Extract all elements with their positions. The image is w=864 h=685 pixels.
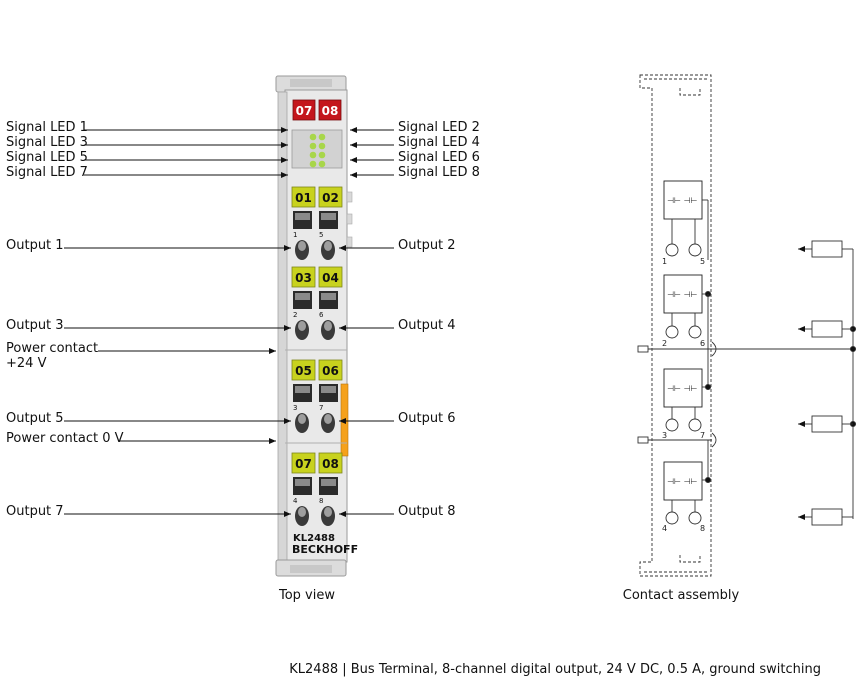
led-4 xyxy=(318,142,326,150)
label-output-6: Output 6 xyxy=(398,411,456,426)
terminal-block-3: 05 06 3 7 xyxy=(291,359,343,433)
terminal-num-8: 8 xyxy=(319,497,323,505)
terminal-num-6: 6 xyxy=(319,311,324,319)
top-badges: 07 08 xyxy=(292,99,342,121)
led-5 xyxy=(309,151,317,159)
label-power-contact-24v-line1: Power contact xyxy=(6,341,98,356)
label-power-contact-24v-line2: +24 V xyxy=(6,356,47,371)
top-view-caption: Top view xyxy=(278,588,335,603)
top-badge-08: 08 xyxy=(322,104,339,118)
label-output-7: Output 7 xyxy=(6,504,64,519)
pin-5: 5 xyxy=(700,257,705,266)
terminal-num-2: 2 xyxy=(293,311,297,319)
terminal-num-1: 1 xyxy=(293,231,297,239)
pin-6: 6 xyxy=(700,339,705,348)
channel-module-4: ⊣⊢ ⊣⊢ 4 8 xyxy=(662,461,712,533)
led-3 xyxy=(309,142,317,150)
badge-08: 08 xyxy=(322,457,339,471)
label-output-2: Output 2 xyxy=(398,238,456,253)
label-signal-led-5: Signal LED 5 xyxy=(6,150,88,165)
svg-text:⊣⊢ ⊣⊢: ⊣⊢ ⊣⊢ xyxy=(667,196,697,205)
terminal-block-2: 03 04 2 6 xyxy=(291,266,343,340)
label-signal-led-1: Signal LED 1 xyxy=(6,120,88,135)
label-output-3: Output 3 xyxy=(6,318,64,333)
terminal-block-1: 01 02 1 5 xyxy=(291,186,343,260)
channel-module-2: ⊣⊢ ⊣⊢ 2 6 xyxy=(662,274,712,348)
right-callouts: Signal LED 2 Signal LED 4 Signal LED 6 S… xyxy=(339,120,480,519)
brand-label: BECKHOFF xyxy=(292,543,358,556)
label-output-8: Output 8 xyxy=(398,504,456,519)
pin-3: 3 xyxy=(662,431,667,440)
svg-text:⊣⊢ ⊣⊢: ⊣⊢ ⊣⊢ xyxy=(667,384,697,393)
terminal-num-5: 5 xyxy=(319,231,323,239)
svg-text:⊣⊢ ⊣⊢: ⊣⊢ ⊣⊢ xyxy=(667,477,697,486)
label-signal-led-2: Signal LED 2 xyxy=(398,120,480,135)
badge-03: 03 xyxy=(295,271,312,285)
contact-assembly-caption: Contact assembly xyxy=(623,588,740,603)
led-2 xyxy=(318,133,326,141)
label-signal-led-3: Signal LED 3 xyxy=(6,135,88,150)
led-8 xyxy=(318,160,326,168)
terminal-top-view: 07 08 01 02 1 5 xyxy=(275,75,358,577)
label-signal-led-6: Signal LED 6 xyxy=(398,150,480,165)
left-callouts: Signal LED 1 Signal LED 3 Signal LED 5 S… xyxy=(6,120,291,519)
model-label: KL2488 xyxy=(293,533,335,544)
label-output-5: Output 5 xyxy=(6,411,64,426)
orange-strip xyxy=(340,383,349,457)
badge-05: 05 xyxy=(295,364,312,378)
label-signal-led-8: Signal LED 8 xyxy=(398,165,480,180)
label-output-1: Output 1 xyxy=(6,238,64,253)
led-7 xyxy=(309,160,317,168)
footer-caption: KL2488 | Bus Terminal, 8-channel digital… xyxy=(289,662,821,677)
badge-07: 07 xyxy=(295,457,312,471)
pin-8: 8 xyxy=(700,524,705,533)
channel-module-3: ⊣⊢ ⊣⊢ 3 7 xyxy=(662,368,712,440)
badge-04: 04 xyxy=(322,271,339,285)
badge-06: 06 xyxy=(322,364,339,378)
pin-1: 1 xyxy=(662,257,667,266)
led-6 xyxy=(318,151,326,159)
terminal-num-3: 3 xyxy=(293,404,297,412)
label-signal-led-7: Signal LED 7 xyxy=(6,165,88,180)
label-output-4: Output 4 xyxy=(398,318,456,333)
channel-module-1: ⊣⊢ ⊣⊢ 1 5 xyxy=(662,180,709,266)
pin-2: 2 xyxy=(662,339,667,348)
terminal-num-4: 4 xyxy=(293,497,298,505)
external-loads xyxy=(712,240,857,526)
led-1 xyxy=(309,133,317,141)
contact-assembly: ⊣⊢ ⊣⊢ 1 5 ⊣⊢ ⊣⊢ 2 6 ⊣⊢ ⊣⊢ xyxy=(637,74,857,577)
terminal-num-7: 7 xyxy=(319,404,323,412)
svg-text:⊣⊢ ⊣⊢: ⊣⊢ ⊣⊢ xyxy=(667,290,697,299)
pin-4: 4 xyxy=(662,524,667,533)
badge-01: 01 xyxy=(295,191,312,205)
badge-02: 02 xyxy=(322,191,339,205)
terminal-block-4: 07 08 4 8 xyxy=(291,452,343,526)
label-signal-led-4: Signal LED 4 xyxy=(398,135,480,150)
pin-7: 7 xyxy=(700,431,705,440)
label-power-contact-0v: Power contact 0 V xyxy=(6,431,124,446)
led-window xyxy=(291,129,343,169)
top-badge-07: 07 xyxy=(296,104,313,118)
